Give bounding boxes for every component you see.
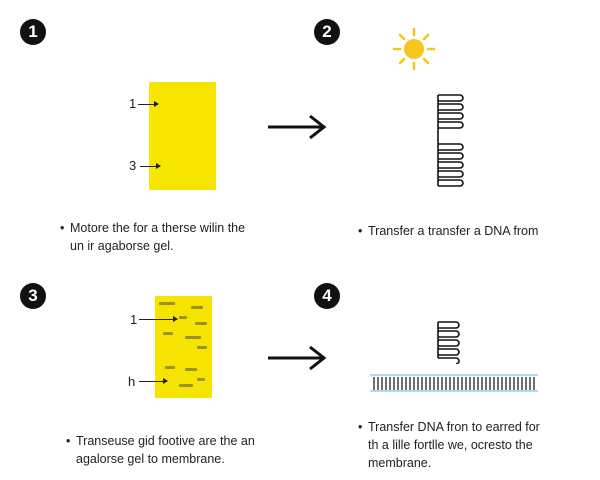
gel-band: [197, 378, 205, 381]
gel-label-1-pointer: [139, 316, 178, 322]
step-4-caption: •Transfer DNA fron to earred for th a li…: [358, 420, 540, 470]
step-3-badge: 3: [20, 283, 46, 309]
gel-band: [163, 332, 173, 335]
gel-band: [185, 336, 201, 339]
membrane-icon: [370, 374, 538, 392]
step-2-caption: •Transfer a transfer a DNA from: [358, 224, 539, 238]
gel-label-h-pointer: [139, 378, 168, 384]
step-2-badge: 2: [314, 19, 340, 45]
gel-label-1-pointer: [138, 101, 159, 107]
gel-band: [165, 366, 175, 369]
agarose-gel-step-1: [149, 82, 216, 190]
gel-label-1: 1: [129, 96, 137, 111]
dna-coil-icon: [437, 94, 464, 187]
step-3-caption: •Transeuse gid footive are the an agalor…: [66, 434, 255, 466]
arrow-right-icon: [268, 114, 327, 140]
gel-band: [159, 302, 175, 305]
gel-label-3-pointer: [140, 163, 161, 169]
step-4-badge: 4: [314, 283, 340, 309]
dna-coil-icon: [437, 321, 460, 364]
gel-band: [185, 368, 197, 371]
step-1-caption: •Motore the for a therse wilin the un ir…: [60, 221, 246, 253]
sun-icon: [392, 27, 436, 71]
gel-label-1: 1: [130, 312, 138, 327]
step-1-badge: 1: [20, 19, 46, 45]
gel-band: [197, 346, 207, 349]
gel-label-h: h: [128, 374, 136, 389]
gel-band: [191, 306, 203, 309]
arrow-right-icon: [268, 345, 327, 371]
gel-label-3: 3: [129, 158, 137, 173]
gel-band: [195, 322, 207, 325]
gel-band: [179, 384, 193, 387]
gel-band: [179, 316, 187, 319]
